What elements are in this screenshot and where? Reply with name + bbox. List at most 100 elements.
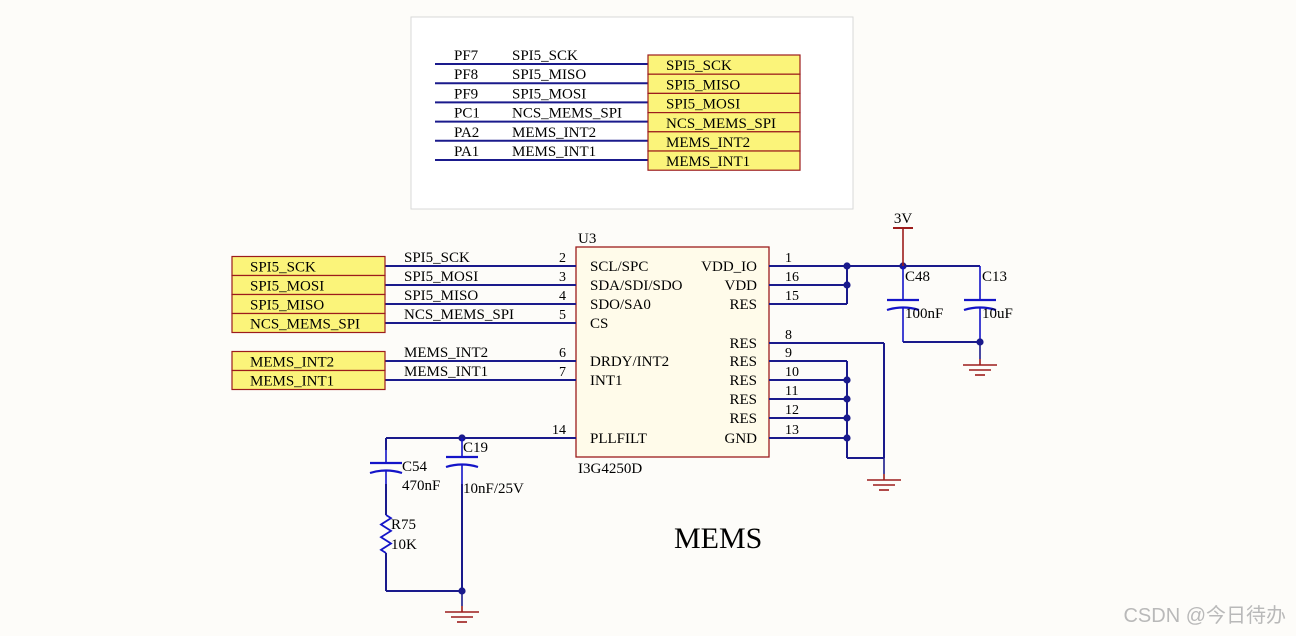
offpage-port-flag-label: SPI5_MOSI [250,279,324,295]
resistor-r75 [379,514,393,554]
chip-pin-name: PLLFILT [590,431,647,447]
chip-pin-number: 15 [785,289,799,304]
c19-value: 10nF/25V [463,481,524,497]
chip-pin-name: CS [590,316,608,332]
inset-port-flag [647,150,801,171]
chip-part-number: I3G4250D [578,461,642,477]
chip-pin-number: 14 [552,423,566,438]
watermark: CSDN @今日待办 [1123,605,1286,627]
offpage-port-flag-label: MEMS_INT1 [250,374,334,390]
junction-dot [843,262,851,270]
chip-pin-name: RES [729,373,757,389]
chip-pin-number: 5 [559,308,566,323]
signal-net-label: MEMS_INT1 [404,364,488,380]
chip-pin-name: INT1 [590,373,623,389]
ground-symbol [867,474,901,491]
inset-net-label: SPI5_SCK [512,48,578,64]
c13-ref: C13 [982,269,1007,285]
capacitor-c54 [369,450,403,484]
inset-port-flag-label: NCS_MEMS_SPI [666,116,776,132]
c19-ref: C19 [463,440,488,456]
junction-dot [843,414,851,422]
capacitor-c13 [963,266,997,342]
sheet-title: MEMS [674,522,762,555]
inset-port-flag-label: MEMS_INT2 [666,135,750,151]
junction-dot [843,281,851,289]
chip-designator: U3 [578,231,596,247]
inset-port-flag-label: SPI5_SCK [666,58,732,74]
signal-net-label: SPI5_MISO [404,288,478,304]
c13-value: 10uF [982,306,1013,322]
signal-net-label: MEMS_INT2 [404,345,488,361]
chip-pin-number: 11 [785,384,798,399]
inset-pin-label: PA1 [454,144,479,160]
capacitor-c48 [886,266,920,342]
capacitor-c19 [445,438,479,484]
chip-pin-name: RES [729,392,757,408]
chip-pin-name: VDD_IO [701,259,757,275]
inset-port-flag-label: SPI5_MOSI [666,97,740,113]
inset-net-label: NCS_MEMS_SPI [512,106,622,122]
chip-pin-number: 16 [785,270,799,285]
cap-plate-curved [886,306,920,312]
c54-ref: C54 [402,459,428,475]
chip-pin-name: RES [729,354,757,370]
inset-pin-label: PC1 [454,106,480,122]
ground-symbol [963,359,997,376]
c54-value: 470nF [402,478,440,494]
c48-ref: C48 [905,269,930,285]
r75-value: 10K [391,537,417,553]
power-3v-label: 3V [894,211,913,227]
r75-ref: R75 [391,517,416,533]
chip-pin-name: RES [729,411,757,427]
chip-u3-body [575,246,770,458]
offpage-port-flag [231,312,386,334]
inset-net-label: MEMS_INT2 [512,125,596,141]
chip-pin-number: 4 [559,289,566,304]
signal-net-label: SPI5_MOSI [404,269,478,285]
junction-dot [843,395,851,403]
chip-pin-name: GND [725,431,758,447]
c48-value: 100nF [905,306,943,322]
cap-plate-curved [369,469,403,475]
chip-pin-number: 7 [559,365,566,380]
offpage-port-flag-label: NCS_MEMS_SPI [250,317,360,333]
inset-net-label: SPI5_MOSI [512,86,586,102]
chip-pin-number: 8 [785,328,792,343]
chip-pin-number: 9 [785,346,792,361]
inset-pin-label: PF9 [454,86,478,102]
chip-pin-name: SDO/SA0 [590,297,651,313]
inset-net-label: MEMS_INT1 [512,144,596,160]
inset-pin-label: PA2 [454,125,479,141]
junction-dot [843,434,851,442]
offpage-port-flag-label: SPI5_MISO [250,298,324,314]
inset-port-flag-label: SPI5_MISO [666,77,740,93]
ground-symbol [445,606,479,623]
offpage-port-flag-label: MEMS_INT2 [250,355,334,371]
chip-pin-number: 3 [559,270,566,285]
inset-pin-label: PF8 [454,67,478,83]
chip-pin-number: 10 [785,365,799,380]
cap-plate-curved [445,463,479,469]
chip-pin-name: DRDY/INT2 [590,354,669,370]
chip-pin-number: 12 [785,403,799,418]
inset-port-flag-label: MEMS_INT1 [666,154,750,170]
chip-pin-number: 2 [559,251,566,266]
chip-pin-name: SCL/SPC [590,259,648,275]
chip-pin-name: RES [729,336,757,352]
signal-net-label: NCS_MEMS_SPI [404,307,514,323]
chip-pin-number: 1 [785,251,792,266]
offpage-port-flag-label: SPI5_SCK [250,260,316,276]
junction-dot [843,376,851,384]
inset-net-label: SPI5_MISO [512,67,586,83]
chip-pin-number: 6 [559,346,566,361]
cap-plate-curved [963,306,997,312]
resistor-zigzag [379,514,393,554]
offpage-port-flag [231,369,386,391]
chip-pin-name: RES [729,297,757,313]
inset-pin-label: PF7 [454,48,479,64]
chip-pin-name: VDD [725,278,758,294]
chip-pin-number: 13 [785,423,799,438]
signal-net-label: SPI5_SCK [404,250,470,266]
